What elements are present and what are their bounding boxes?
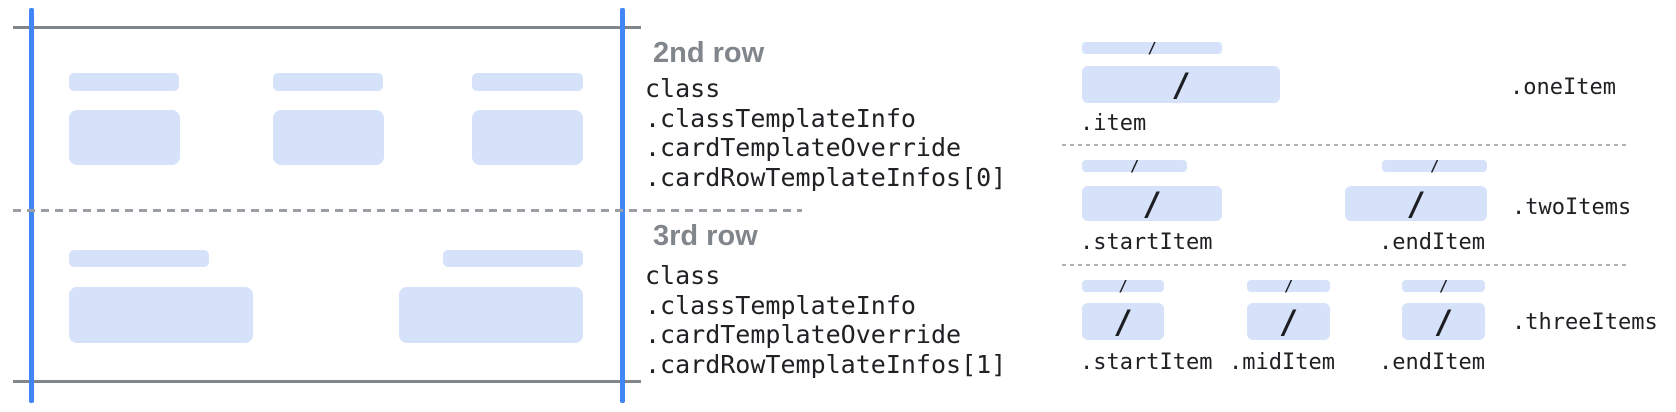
slash-placeholder: / [1118, 277, 1128, 295]
field-value-bar [273, 110, 384, 165]
code-path-line: .classTemplateInfo [645, 103, 916, 133]
code-path-line: class [645, 261, 721, 290]
row2-code-block: class .classTemplateInfo .cardTemplateOv… [645, 74, 1006, 192]
code-path-line: .cardRowTemplateInfos[1] [645, 349, 1007, 379]
card-left-edge-line [29, 8, 34, 403]
field-label-bar [472, 73, 583, 91]
item-value-bar: / [1345, 184, 1487, 223]
slash-placeholder: / [1406, 184, 1426, 223]
slash-placeholder: / [1283, 277, 1294, 295]
code-path-line: .classTemplateInfo [645, 290, 916, 320]
field-value-bar [69, 287, 253, 343]
item-label-bar: / [1082, 157, 1187, 175]
slash-placeholder: / [1429, 157, 1440, 175]
row2-heading: 2nd row [653, 37, 765, 69]
row3-code-block: class .classTemplateInfo .cardTemplateOv… [645, 261, 1006, 379]
item-label: .midItem [1229, 350, 1335, 375]
item-label-bar: / [1382, 157, 1487, 175]
slash-placeholder: / [1433, 302, 1454, 341]
slash-placeholder: / [1129, 157, 1140, 175]
template-separator-dotted [1062, 144, 1627, 146]
field-value-bar [69, 110, 180, 165]
slash-placeholder: / [1171, 65, 1191, 104]
code-path-line: class [645, 74, 721, 103]
card-right-edge-line [620, 8, 625, 403]
slash-placeholder: / [1147, 39, 1157, 57]
item-label: .endItem [1379, 350, 1485, 375]
item-value-bar: / [1082, 184, 1222, 223]
item-label-bar: / [1247, 277, 1330, 295]
row-separator-dashed-line [13, 209, 802, 212]
item-label: .startItem [1080, 350, 1213, 375]
item-value-bar: / [1082, 66, 1280, 103]
field-value-bar [399, 287, 583, 343]
field-label-bar [69, 250, 209, 267]
slash-placeholder: / [1278, 302, 1299, 341]
item-label-bar: / [1082, 277, 1164, 295]
slash-placeholder: / [1113, 302, 1133, 341]
card-bottom-line [13, 380, 641, 383]
field-label-bar [69, 73, 179, 91]
item-value-bar: / [1082, 303, 1164, 340]
template-separator-dotted [1062, 264, 1627, 266]
slash-placeholder: / [1438, 277, 1449, 295]
item-value-bar: / [1247, 303, 1330, 340]
item-label: .startItem [1080, 230, 1213, 255]
item-label: .endItem [1379, 230, 1485, 255]
field-value-bar [472, 110, 583, 165]
card-top-line [13, 26, 641, 29]
code-path-line: .cardTemplateOverride [645, 133, 962, 162]
row-label: .oneItem [1510, 75, 1616, 100]
item-label-bar: / [1402, 277, 1485, 295]
field-label-bar [443, 250, 583, 267]
row3-heading: 3rd row [653, 220, 758, 252]
field-label-bar [273, 73, 383, 91]
row-label: .twoItems [1512, 195, 1632, 220]
code-path-line: .cardRowTemplateInfos[0] [645, 162, 1007, 192]
item-value-bar: / [1402, 303, 1485, 340]
row-label: .threeItems [1512, 310, 1658, 335]
code-path-line: .cardTemplateOverride [645, 320, 962, 349]
item-label: .item [1080, 111, 1147, 136]
item-label-bar: / [1082, 39, 1222, 57]
slash-placeholder: / [1142, 184, 1162, 223]
